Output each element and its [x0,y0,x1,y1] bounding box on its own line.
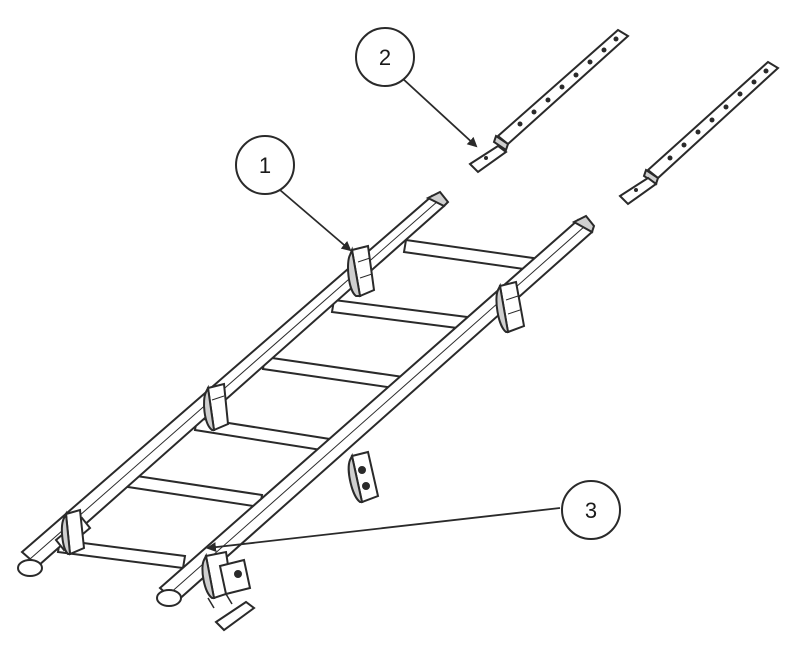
hanger-strap-a [468,28,630,174]
callout-2: 2 [355,27,415,87]
bracket-bottom-left [60,508,86,556]
bracket-top-left [347,244,376,298]
bracket-top-right [495,280,526,334]
callout-3: 3 [561,480,621,540]
loose-plate [214,600,256,632]
rail-brackets [60,244,526,609]
leader-line-1 [279,189,352,252]
leader-lines [206,77,561,553]
bracket-bottom-right [201,550,252,609]
leader-line-3 [206,507,561,553]
rung-5 [126,473,264,509]
hanger-straps [468,28,780,206]
callout-1-label: 1 [259,153,271,178]
ladder-rungs [56,238,535,570]
callout-3-label: 3 [585,498,597,523]
callout-2-label: 2 [379,45,391,70]
rung-1 [402,238,535,272]
bracket-mid-left [203,382,230,432]
rung-3 [261,355,412,392]
hanger-strap-b [618,60,780,206]
bracket-loose [347,450,380,504]
callout-1: 1 [235,135,295,195]
leader-line-2 [401,77,478,148]
rung-2 [330,298,477,332]
